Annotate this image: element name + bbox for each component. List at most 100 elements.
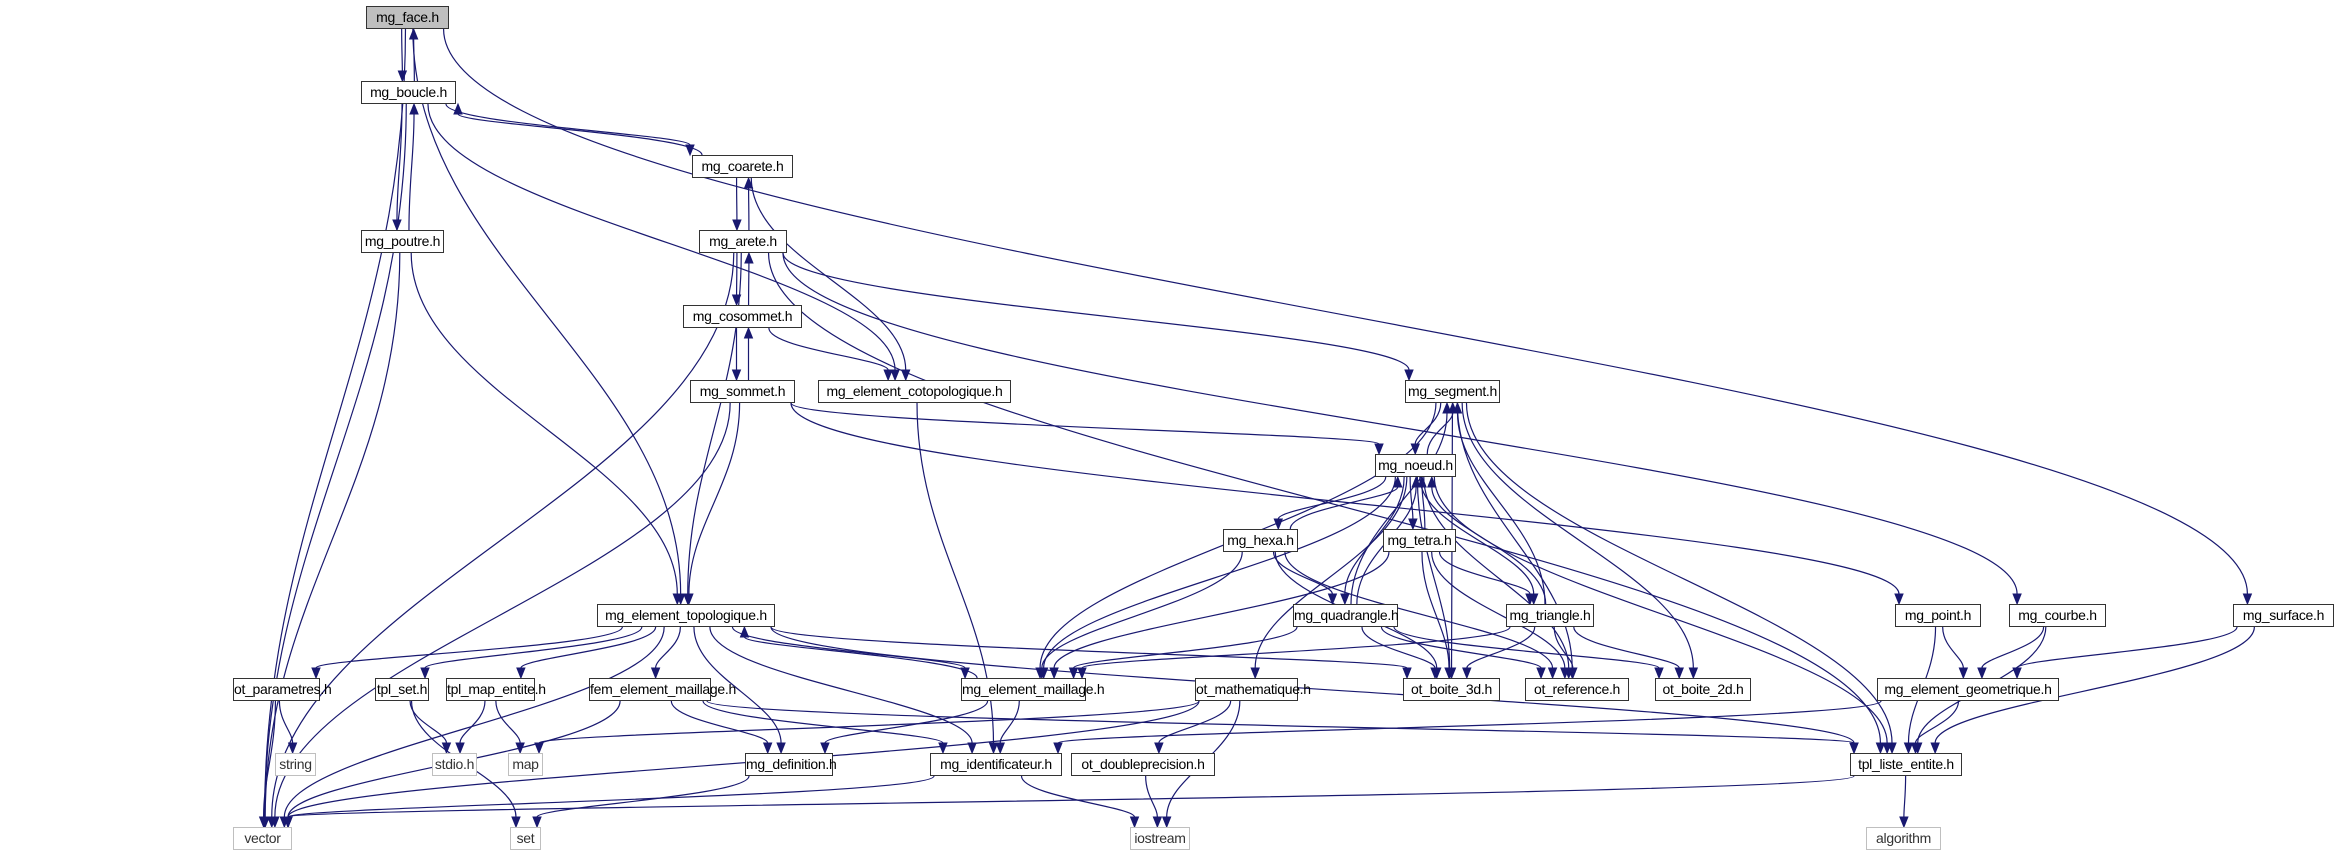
edge-mg-noeud-to-mg-hexa: [1277, 476, 1387, 520]
edge-ot-doubleprecision-to-iostream: [1145, 775, 1158, 818]
edge-mg-sommet-to-mg-element-topologique: [688, 402, 741, 595]
arrowhead-icon: [988, 742, 999, 755]
node-fem-element-maillage[interactable]: fem_element_maillage.h: [589, 678, 736, 701]
arrowhead-icon: [532, 816, 542, 829]
edge-mg-element-maillage-to-mg-identificateur: [999, 700, 1020, 744]
edge-mg-quadrangle-to-mg-element-maillage: [1072, 626, 1298, 669]
edge-mg-face-to-mg-element-topologique: [412, 28, 682, 595]
arrowhead-icon: [1958, 667, 1969, 680]
node-mg-element-topologique[interactable]: mg_element_topologique.h: [597, 604, 775, 627]
edge-mg-boucle-to-mg-coarete: [445, 103, 691, 146]
arrowhead-icon: [392, 219, 402, 232]
arrowhead-icon: [1452, 401, 1463, 414]
node-mg-cosommet[interactable]: mg_cosommet.h: [683, 305, 802, 328]
node-mg-quadrangle[interactable]: mg_quadrangle.h: [1293, 604, 1399, 627]
edge-mg-hexa-to-mg-noeud: [1289, 486, 1399, 530]
arrowhead-icon: [409, 102, 419, 115]
edge-mg-boucle-to-mg-poutre: [396, 103, 403, 221]
arrowhead-icon: [283, 816, 293, 829]
node-ot-boite-3d[interactable]: ot_boite_3d.h: [1403, 678, 1500, 701]
edge-mg-segment-to-ot-boite-2d: [1461, 402, 1694, 669]
node-mg-point[interactable]: mg_point.h: [1895, 604, 1981, 627]
node-mg-coarete[interactable]: mg_coarete.h: [692, 155, 793, 178]
node-tpl-liste-entite[interactable]: tpl_liste_entite.h: [1850, 753, 1962, 776]
node-ot-parametres[interactable]: ot_parametres.h: [233, 678, 332, 701]
edge-mg-triangle-to-mg-element-maillage: [1081, 626, 1511, 669]
arrowhead-icon: [1444, 667, 1454, 680]
arrowhead-icon: [1068, 667, 1079, 680]
arrowhead-icon: [1161, 816, 1172, 829]
node-ot-mathematique[interactable]: ot_mathematique.h: [1195, 678, 1311, 701]
arrowhead-icon: [762, 742, 773, 755]
node-mg-element-geometrique[interactable]: mg_element_geometrique.h: [1877, 678, 2059, 701]
edge-mg-segment-to-tpl-liste-entite: [1465, 402, 1893, 744]
arrowhead-icon: [890, 369, 900, 382]
edge-mg-arete-to-mg-element-topologique: [687, 252, 742, 595]
arrowhead-icon: [311, 667, 321, 680]
arrowhead-icon: [408, 27, 419, 40]
node-mg-noeud[interactable]: mg_noeud.h: [1375, 454, 1456, 477]
node-ot-reference[interactable]: ot_reference.h: [1525, 678, 1629, 701]
node-mg-triangle[interactable]: mg_triangle.h: [1506, 604, 1594, 627]
arrowhead-icon: [650, 667, 661, 680]
node-tpl-set[interactable]: tpl_set.h: [375, 678, 429, 701]
edge-ot-parametres-to-vector: [262, 700, 277, 818]
edge-tpl-liste-entite-to-algorithm: [1903, 775, 1907, 818]
edge-mg-hexa-to-mg-element-maillage: [1041, 551, 1243, 669]
edge-mg-coarete-to-mg-element-cotopologique: [750, 177, 907, 371]
node-set: set: [510, 827, 541, 850]
arrowhead-icon: [258, 816, 269, 829]
edge-mg-arete-to-mg-courbe: [782, 252, 2018, 595]
arrowhead-icon: [516, 667, 526, 680]
edge-mg-identificateur-to-iostream: [1020, 775, 1136, 818]
edge-tpl-map-entite-to-stdio: [459, 700, 486, 744]
node-mg-hexa[interactable]: mg_hexa.h: [1223, 529, 1298, 552]
arrowhead-icon: [732, 219, 742, 232]
node-mg-element-cotopologique[interactable]: mg_element_cotopologique.h: [818, 380, 1011, 403]
edge-mg-definition-to-set: [536, 775, 750, 818]
edge-mg-element-topologique-to-vector: [283, 626, 665, 818]
node-mg-definition[interactable]: mg_definition.h: [745, 753, 837, 776]
arrowhead-icon: [1408, 518, 1418, 531]
edge-mg-element-topologique-to-fem-element-maillage: [654, 626, 682, 669]
edge-mg-noeud-to-tpl-liste-entite: [1433, 476, 1888, 744]
arrowhead-icon: [270, 816, 280, 829]
node-ot-boite-2d[interactable]: ot_boite_2d.h: [1655, 678, 1751, 701]
edge-ot-mathematique-to-ot-doubleprecision: [1158, 700, 1232, 744]
edge-tpl-liste-entite-to-vector: [287, 775, 1855, 818]
edge-mg-quadrangle-to-mg-segment: [1350, 412, 1448, 605]
arrowhead-icon: [1442, 401, 1452, 414]
node-mg-courbe[interactable]: mg_courbe.h: [2009, 604, 2106, 627]
node-mg-surface[interactable]: mg_surface.h: [2233, 604, 2334, 627]
edge-mg-sommet-to-vector: [274, 402, 731, 818]
node-mg-tetra[interactable]: mg_tetra.h: [1383, 529, 1456, 552]
arrowhead-icon: [2012, 667, 2022, 680]
node-mg-identificateur[interactable]: mg_identificateur.h: [930, 753, 1062, 776]
node-tpl-map-entite[interactable]: tpl_map_entite.h: [446, 678, 546, 701]
arrowhead-icon: [1427, 475, 1437, 488]
edge-mg-surface-to-tpl-liste-entite: [1934, 626, 2255, 744]
edge-mg-hexa-to-mg-quadrangle: [1272, 551, 1334, 595]
node-mg-sommet[interactable]: mg_sommet.h: [690, 380, 795, 403]
node-mg-arete[interactable]: mg_arete.h: [699, 230, 787, 253]
node-mg-element-maillage[interactable]: mg_element_maillage.h: [961, 678, 1105, 701]
arrowhead-icon: [1049, 667, 1059, 680]
node-mg-face[interactable]: mg_face.h: [366, 6, 449, 29]
arrowhead-icon: [995, 742, 1005, 755]
arrowhead-icon: [672, 593, 683, 606]
arrowhead-icon: [1688, 667, 1699, 680]
arrowhead-icon: [420, 667, 430, 680]
node-mg-segment[interactable]: mg_segment.h: [1405, 380, 1500, 403]
node-mg-poutre[interactable]: mg_poutre.h: [361, 230, 444, 253]
node-ot-doubleprecision[interactable]: ot_doubleprecision.h: [1071, 753, 1215, 776]
node-vector: vector: [233, 827, 292, 850]
node-mg-boucle[interactable]: mg_boucle.h: [361, 81, 456, 104]
edge-mg-tetra-to-mg-triangle: [1438, 551, 1531, 595]
arrowhead-icon: [743, 176, 754, 189]
arrowhead-icon: [1410, 443, 1420, 456]
edge-fem-element-maillage-to-mg-definition: [670, 700, 769, 744]
arrowhead-icon: [1154, 742, 1164, 755]
arrowhead-icon: [1525, 593, 1535, 606]
node-string: string: [275, 753, 316, 776]
edge-mg-boucle-to-vector: [264, 103, 407, 818]
